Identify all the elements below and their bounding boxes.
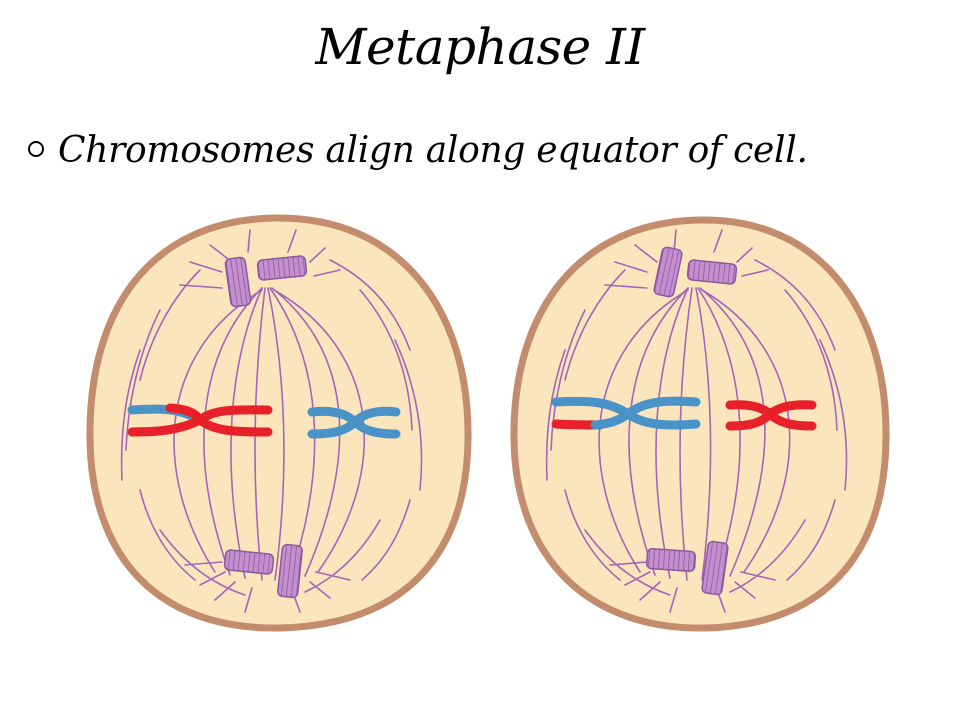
centriole-pair-top — [224, 255, 308, 308]
right-cell — [510, 216, 890, 632]
hollow-circle-bullet-icon — [28, 141, 44, 157]
centriole-pair-top — [653, 246, 738, 298]
chromosome-red-blue — [127, 403, 273, 437]
centriole-pair-bottom — [223, 543, 303, 599]
metaphase-ii-diagram — [86, 214, 890, 632]
chromosome-blue-red — [551, 396, 701, 430]
slide-title: Metaphase II — [315, 18, 645, 76]
left-cell — [86, 214, 472, 632]
cell-membrane — [86, 214, 472, 632]
chromosome-red — [725, 400, 817, 431]
bullet-text: Chromosomes align along equator of cell. — [58, 130, 808, 171]
chromosome-blue — [307, 406, 401, 439]
bullet-item: Chromosomes align along equator of cell. — [28, 126, 808, 176]
centriole-pair-bottom — [645, 540, 729, 596]
